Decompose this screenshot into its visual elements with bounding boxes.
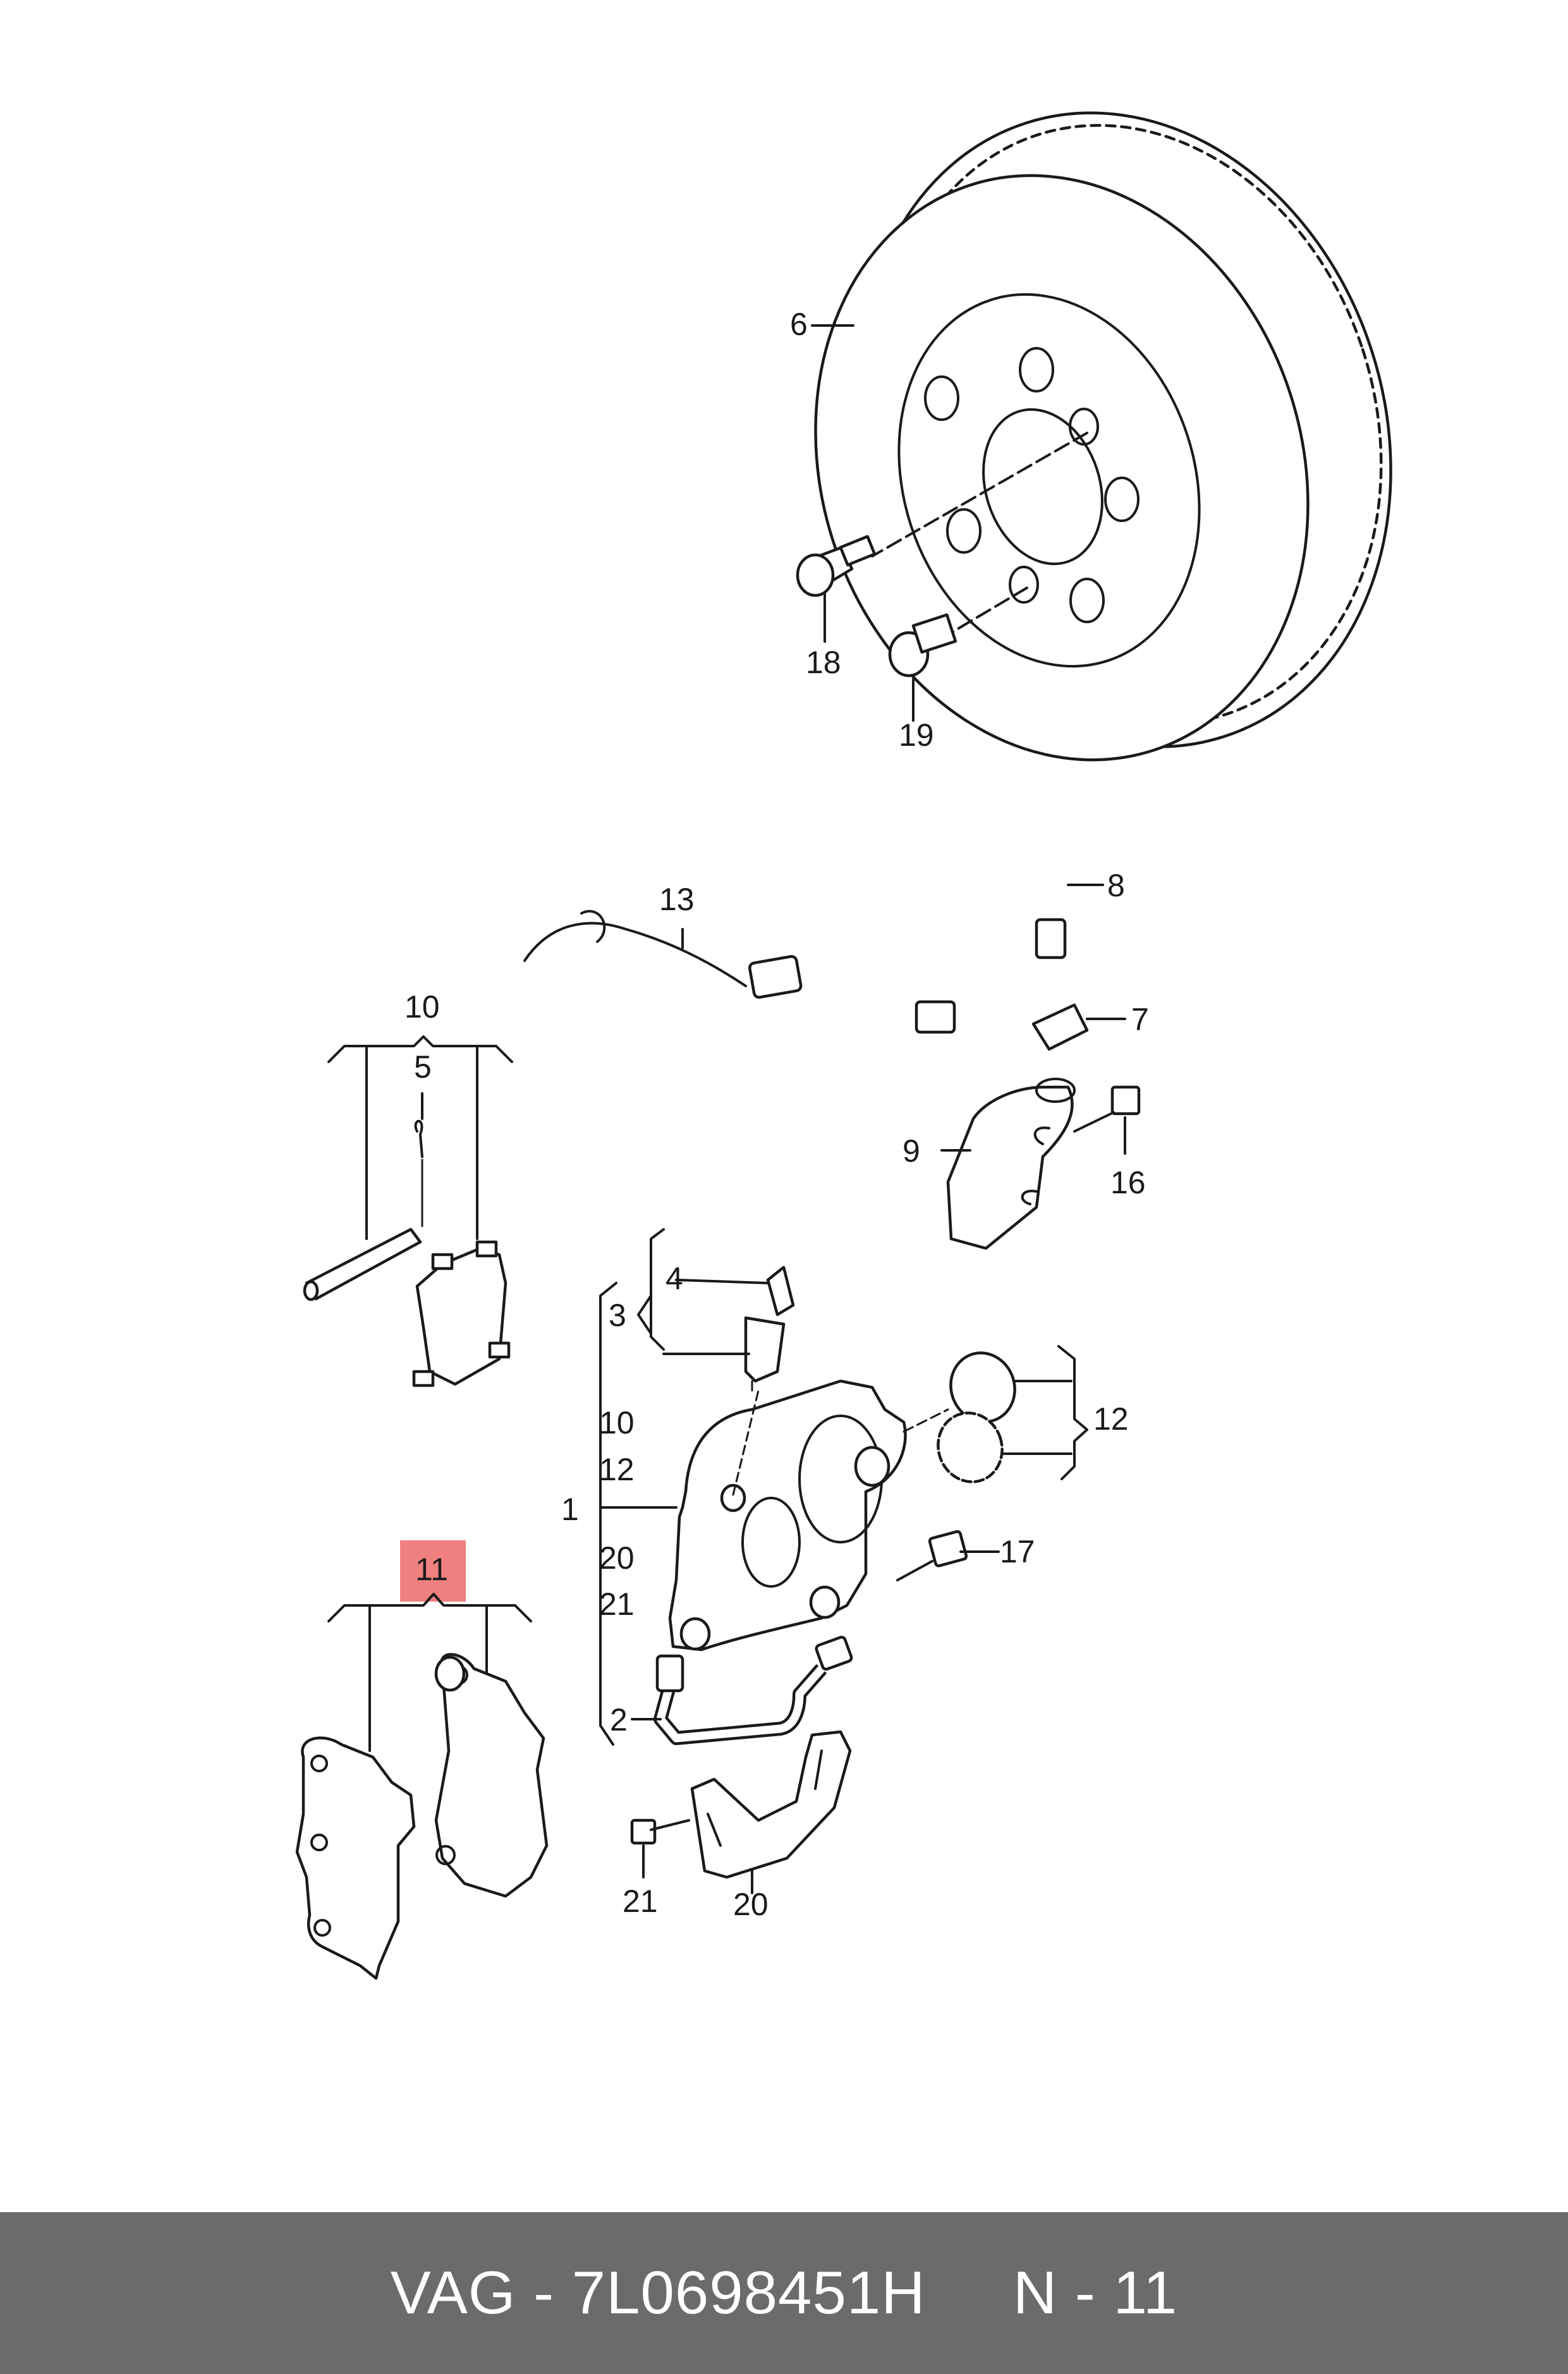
footer-bar: VAG - 7L0698451H N - 11: [0, 2212, 1568, 2374]
brake-disc: [814, 111, 1392, 762]
brake-exploded-diagram: 6 18 19 13 8 7 9 16 10 5 4 3 10 12 1 20 …: [295, 111, 1392, 1980]
callout-12b: 12: [599, 1452, 635, 1487]
plug-19: [888, 613, 957, 722]
highlight-box: [400, 1540, 466, 1602]
callout-12: 12: [1093, 1401, 1129, 1437]
bracket-9: [940, 1078, 1076, 1250]
caliper-1: [599, 1282, 907, 1746]
callout-1: 1: [561, 1492, 579, 1527]
wheel-bolt-18: [796, 535, 877, 643]
callout-16: 16: [1110, 1165, 1146, 1200]
pad-set-10: [303, 1035, 513, 1387]
callout-21: 21: [623, 1884, 658, 1919]
callout-18: 18: [806, 645, 841, 680]
callout-9: 9: [903, 1133, 920, 1169]
bolt-21: [630, 1818, 690, 1878]
callout-6: 6: [790, 307, 808, 342]
bolt-16: [1073, 1085, 1141, 1155]
callout-3: 3: [609, 1298, 626, 1333]
callout-10: 10: [404, 989, 440, 1025]
callout-4: 4: [665, 1261, 683, 1296]
part-number-caption: VAG - 7L0698451H N - 11: [390, 2259, 1178, 2327]
callout-8: 8: [1107, 868, 1125, 903]
callout-19: 19: [899, 717, 934, 753]
callout-5: 5: [414, 1049, 432, 1085]
clip-7: [1031, 1003, 1126, 1051]
bolt-17: [896, 1530, 1000, 1581]
brake-pads-11: [295, 1540, 549, 1980]
seals-12: [903, 1345, 1088, 1483]
brake-line-2: [631, 1636, 853, 1745]
callout-17: 17: [1000, 1534, 1035, 1569]
callout-13: 13: [659, 882, 695, 917]
callout-20b: 20: [599, 1540, 635, 1576]
callout-10b: 10: [599, 1405, 635, 1440]
callout-7: 7: [1131, 1002, 1149, 1037]
bracket-20: [690, 1730, 852, 1894]
callout-2: 2: [610, 1702, 628, 1738]
wear-sensor-13: [523, 910, 803, 999]
bleeder-3-4: [637, 1228, 795, 1392]
brake-line-8: [915, 821, 1104, 1034]
callout-11: 11: [415, 1552, 448, 1587]
callout-20: 20: [733, 1887, 769, 1922]
callout-21b: 21: [599, 1586, 635, 1622]
